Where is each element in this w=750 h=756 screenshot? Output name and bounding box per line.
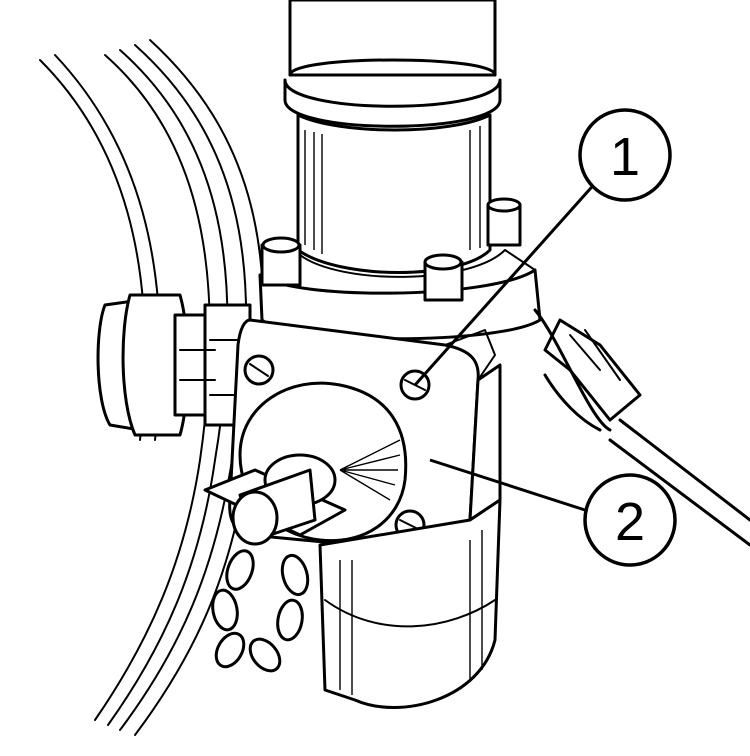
callout-1-circle bbox=[578, 108, 672, 202]
chain bbox=[211, 549, 310, 673]
callout-2-circle bbox=[583, 473, 677, 567]
upper-cylinder bbox=[283, 0, 502, 274]
t-handle bbox=[203, 453, 347, 546]
callout-1-leader bbox=[413, 179, 600, 386]
callout-2: 2 bbox=[429, 458, 677, 567]
right-hose bbox=[533, 308, 750, 547]
callout-2-label: 2 bbox=[615, 492, 645, 552]
callout-2-leader bbox=[429, 458, 586, 512]
callout-1: 1 bbox=[413, 108, 672, 386]
side-outlet-fitting bbox=[96, 293, 252, 437]
callout-1-label: 1 bbox=[610, 127, 640, 187]
lower-body bbox=[318, 498, 502, 709]
